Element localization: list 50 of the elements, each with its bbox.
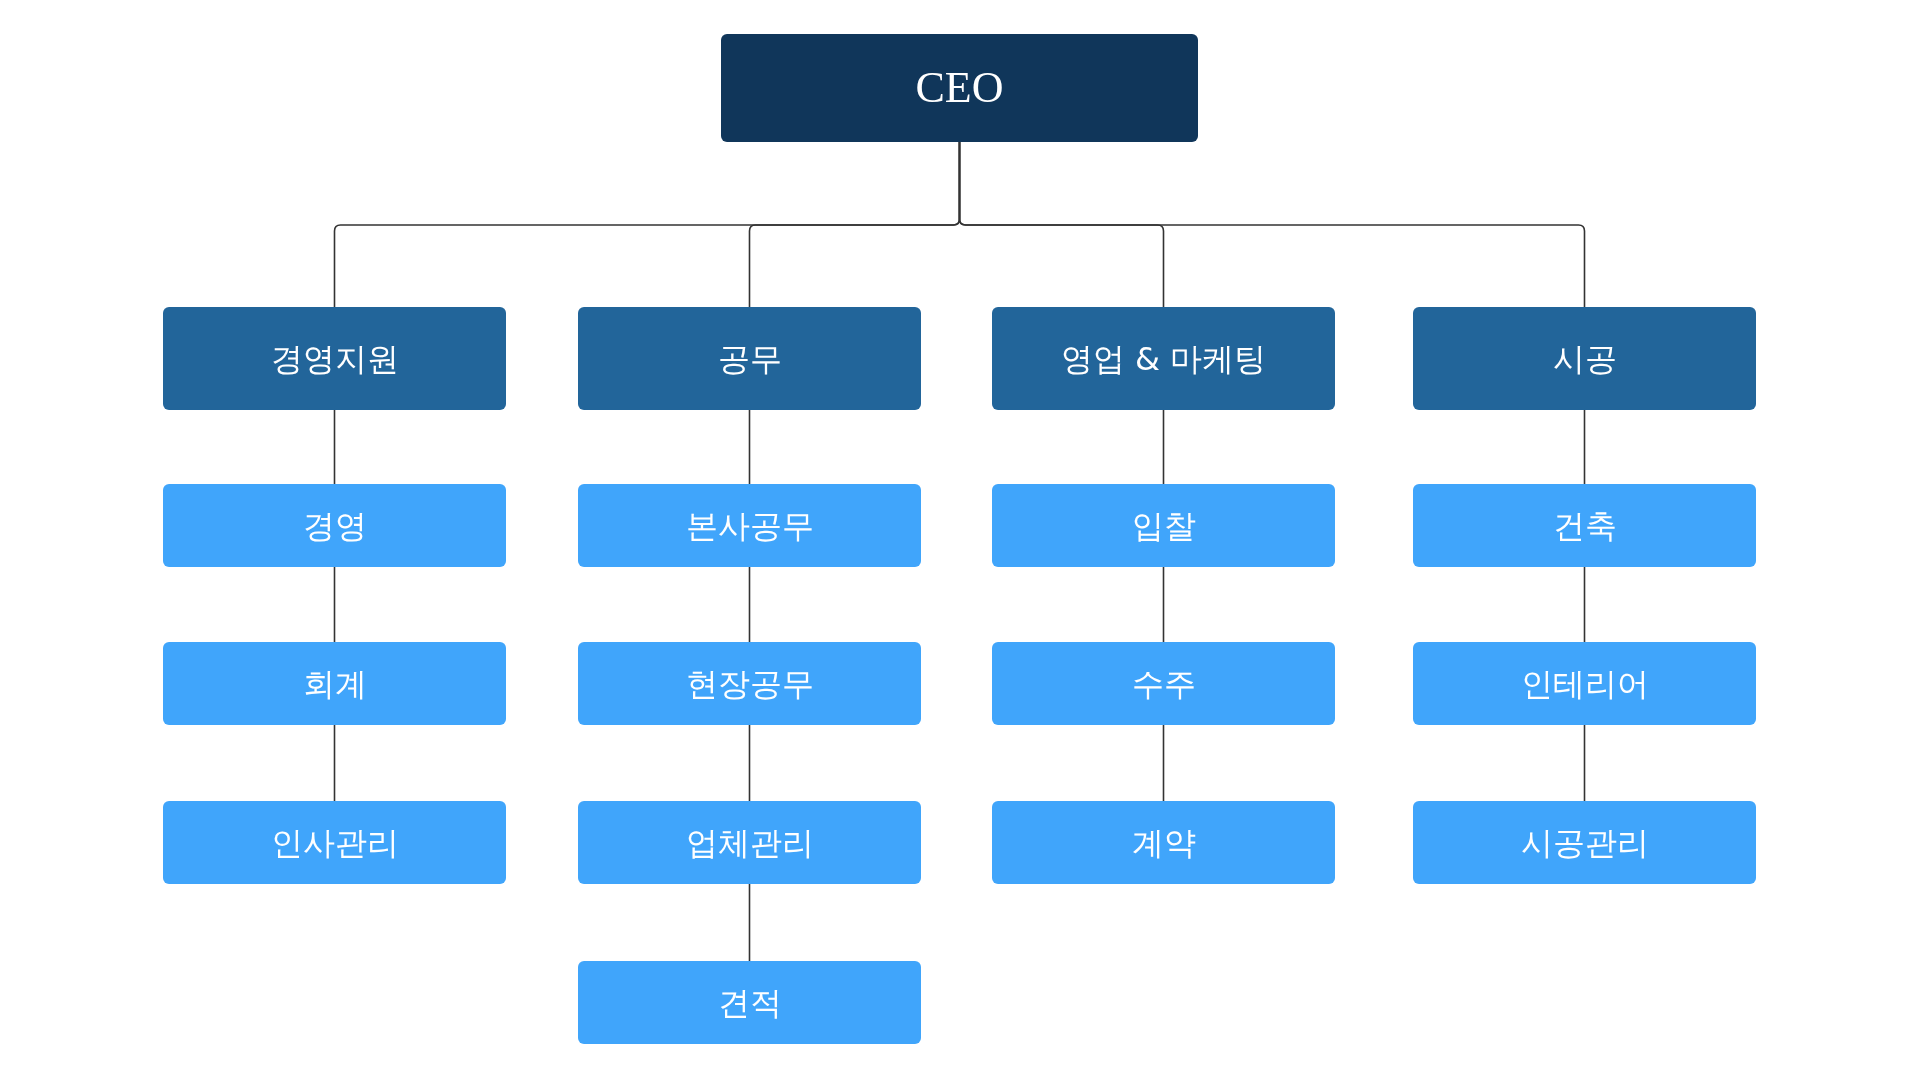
box-label: 영업 & 마케팅: [1060, 338, 1267, 380]
department-box: [1413, 307, 1756, 410]
department-box: [992, 307, 1335, 410]
connector-line: [1162, 724, 1165, 802]
connector-line: [748, 724, 751, 802]
box-label: 현장공무: [685, 663, 814, 705]
box-label: 건축: [1552, 505, 1617, 547]
box-label: CEO: [915, 62, 1004, 114]
connector-line: [958, 141, 1586, 308]
connector-line: [333, 724, 336, 802]
team-box: [578, 801, 921, 884]
connector-line: [1162, 409, 1165, 485]
box-label: 회계: [302, 663, 367, 705]
ceo-box: [721, 34, 1198, 142]
box-label: 본사공무: [685, 505, 814, 547]
team-box: [1413, 484, 1756, 567]
department-box: [578, 307, 921, 410]
connector-line: [1583, 724, 1586, 802]
team-box: [163, 484, 506, 567]
team-box: [578, 961, 921, 1044]
team-box: [578, 642, 921, 725]
connector-line: [748, 409, 751, 485]
box-label: 시공: [1552, 338, 1617, 380]
connector-line: [748, 566, 751, 643]
box-label: 경영: [302, 505, 367, 547]
box-label: 수주: [1131, 663, 1196, 705]
connector-line: [333, 409, 336, 485]
department-box: [163, 307, 506, 410]
box-label: 경영지원: [270, 338, 399, 380]
connector-line: [1583, 409, 1586, 485]
box-label: 업체관리: [685, 822, 814, 864]
box-label: 계약: [1131, 822, 1196, 864]
connector-line: [748, 883, 751, 962]
team-box: [163, 801, 506, 884]
box-label: 인사관리: [270, 822, 399, 864]
team-box: [1413, 801, 1756, 884]
box-label: 시공관리: [1520, 822, 1649, 864]
box-label: 견적: [717, 982, 782, 1024]
team-box: [163, 642, 506, 725]
team-box: [578, 484, 921, 567]
connector-line: [1162, 566, 1165, 643]
team-box: [992, 642, 1335, 725]
connector-line: [333, 566, 336, 643]
box-label: 입찰: [1131, 505, 1196, 547]
box-label: 공무: [717, 338, 782, 380]
team-box: [992, 801, 1335, 884]
team-box: [1413, 642, 1756, 725]
team-box: [992, 484, 1335, 567]
connector-line: [1583, 566, 1586, 643]
box-label: 인테리어: [1520, 663, 1649, 705]
